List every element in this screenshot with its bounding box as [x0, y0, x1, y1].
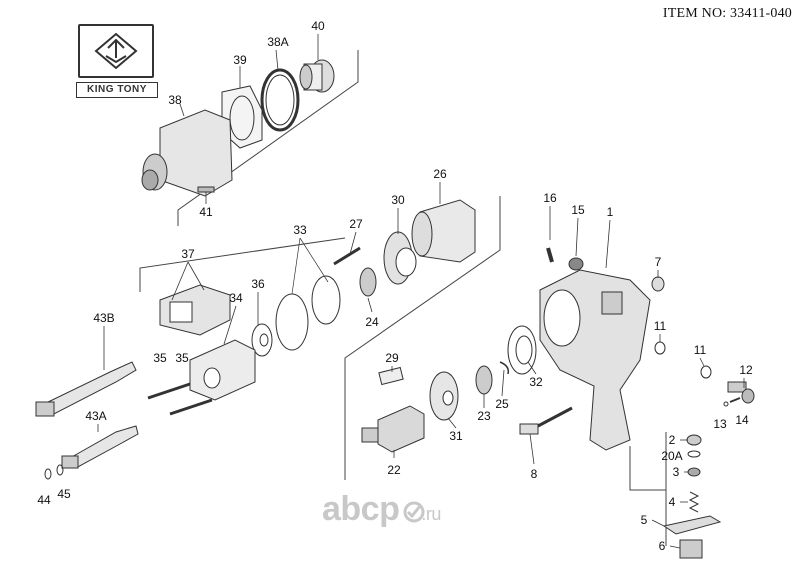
part-label-27: 27	[349, 217, 363, 231]
part-27-pin	[333, 246, 361, 266]
part-label-3: 3	[672, 465, 680, 479]
part-23-bearing	[475, 365, 493, 395]
king-tony-crown-icon	[78, 24, 154, 78]
part-label-38: 38	[168, 93, 182, 107]
part-label-4: 4	[668, 495, 676, 509]
brand-logo-text: KING TONY	[76, 82, 158, 98]
watermark-icon	[403, 501, 425, 523]
part-label-43b: 43B	[93, 311, 115, 325]
part-label-45: 45	[57, 487, 71, 501]
part-label-2: 2	[668, 433, 676, 447]
part-label-39: 39	[233, 53, 247, 67]
part-label-22: 22	[387, 463, 401, 477]
part-label-1: 1	[606, 205, 614, 219]
part-41-screw	[197, 186, 215, 193]
part-label-13: 13	[713, 417, 727, 431]
part-label-23: 23	[477, 409, 491, 423]
part-4-spring	[688, 491, 700, 513]
part-label-6: 6	[658, 539, 666, 553]
part-24-bearing	[359, 267, 377, 297]
part-label-44: 44	[37, 493, 51, 507]
part-label-26: 26	[433, 167, 447, 181]
watermark-tld: .ru	[421, 504, 441, 524]
part-label-15: 15	[571, 203, 585, 217]
part-label-8: 8	[530, 467, 538, 481]
part-label-20a: 20A	[661, 449, 683, 463]
leader-lines	[97, 34, 745, 549]
part-1-housing	[539, 269, 651, 451]
part-16-screw	[546, 247, 554, 263]
watermark: abcp .ru	[322, 490, 441, 529]
part-43b-anvil	[35, 361, 137, 417]
part-label-35a: 35	[153, 351, 167, 365]
part-label-40: 40	[311, 19, 325, 33]
part-label-12: 12	[739, 363, 753, 377]
part-38-hammer-case	[141, 109, 233, 197]
part-label-38a: 38A	[267, 35, 289, 49]
part-label-36: 36	[251, 277, 265, 291]
part-39-gasket	[221, 85, 263, 149]
part-32-gasket	[507, 325, 537, 375]
part-15-nut	[568, 257, 584, 271]
part-5-plate	[662, 515, 722, 535]
part-40-cap	[299, 59, 335, 93]
part-33-rings	[275, 237, 341, 351]
part-label-25: 25	[495, 397, 509, 411]
part-label-29: 29	[385, 351, 399, 365]
part-13-14-valve	[723, 397, 741, 407]
part-44-45-rings	[44, 464, 64, 480]
part-12-inlet	[727, 381, 755, 404]
part-label-37: 37	[181, 247, 195, 261]
part-20a-washer	[687, 450, 701, 458]
brand-logo: KING TONY	[76, 24, 158, 100]
part-43a-anvil	[61, 425, 139, 469]
part-34-hammer-frame	[189, 339, 256, 401]
part-36-washer	[251, 323, 273, 357]
item-number: ITEM NO: 33411-040	[662, 6, 792, 21]
part-38a-ring	[260, 68, 300, 132]
part-22-rotor	[361, 405, 425, 453]
part-label-7: 7	[654, 255, 662, 269]
part-3-valve	[687, 467, 701, 477]
part-29-vane	[378, 366, 404, 386]
part-label-11b: 11	[693, 343, 707, 357]
part-label-35b: 35	[175, 351, 189, 365]
part-6-cap	[679, 539, 703, 559]
part-35-pins	[147, 382, 213, 416]
part-label-14: 14	[735, 413, 749, 427]
part-8-trigger	[519, 406, 573, 435]
part-30-plate	[383, 231, 417, 285]
part-31-end-plate	[429, 371, 459, 421]
part-label-5: 5	[640, 513, 648, 527]
part-25-clip	[499, 361, 510, 375]
part-37-hammer	[159, 284, 231, 336]
part-2-ring	[686, 434, 702, 446]
part-label-43a: 43A	[85, 409, 107, 423]
part-label-34: 34	[229, 291, 243, 305]
part-label-16: 16	[543, 191, 557, 205]
part-label-11a: 11	[653, 319, 667, 333]
part-label-24: 24	[365, 315, 379, 329]
group-outline	[139, 50, 667, 546]
part-26-cylinder	[411, 199, 476, 263]
part-label-30: 30	[391, 193, 405, 207]
part-7-plug	[651, 276, 665, 292]
part-label-31: 31	[449, 429, 463, 443]
part-label-32: 32	[529, 375, 543, 389]
part-label-41: 41	[199, 205, 213, 219]
watermark-text: abcp	[322, 490, 400, 528]
part-label-33: 33	[293, 223, 307, 237]
